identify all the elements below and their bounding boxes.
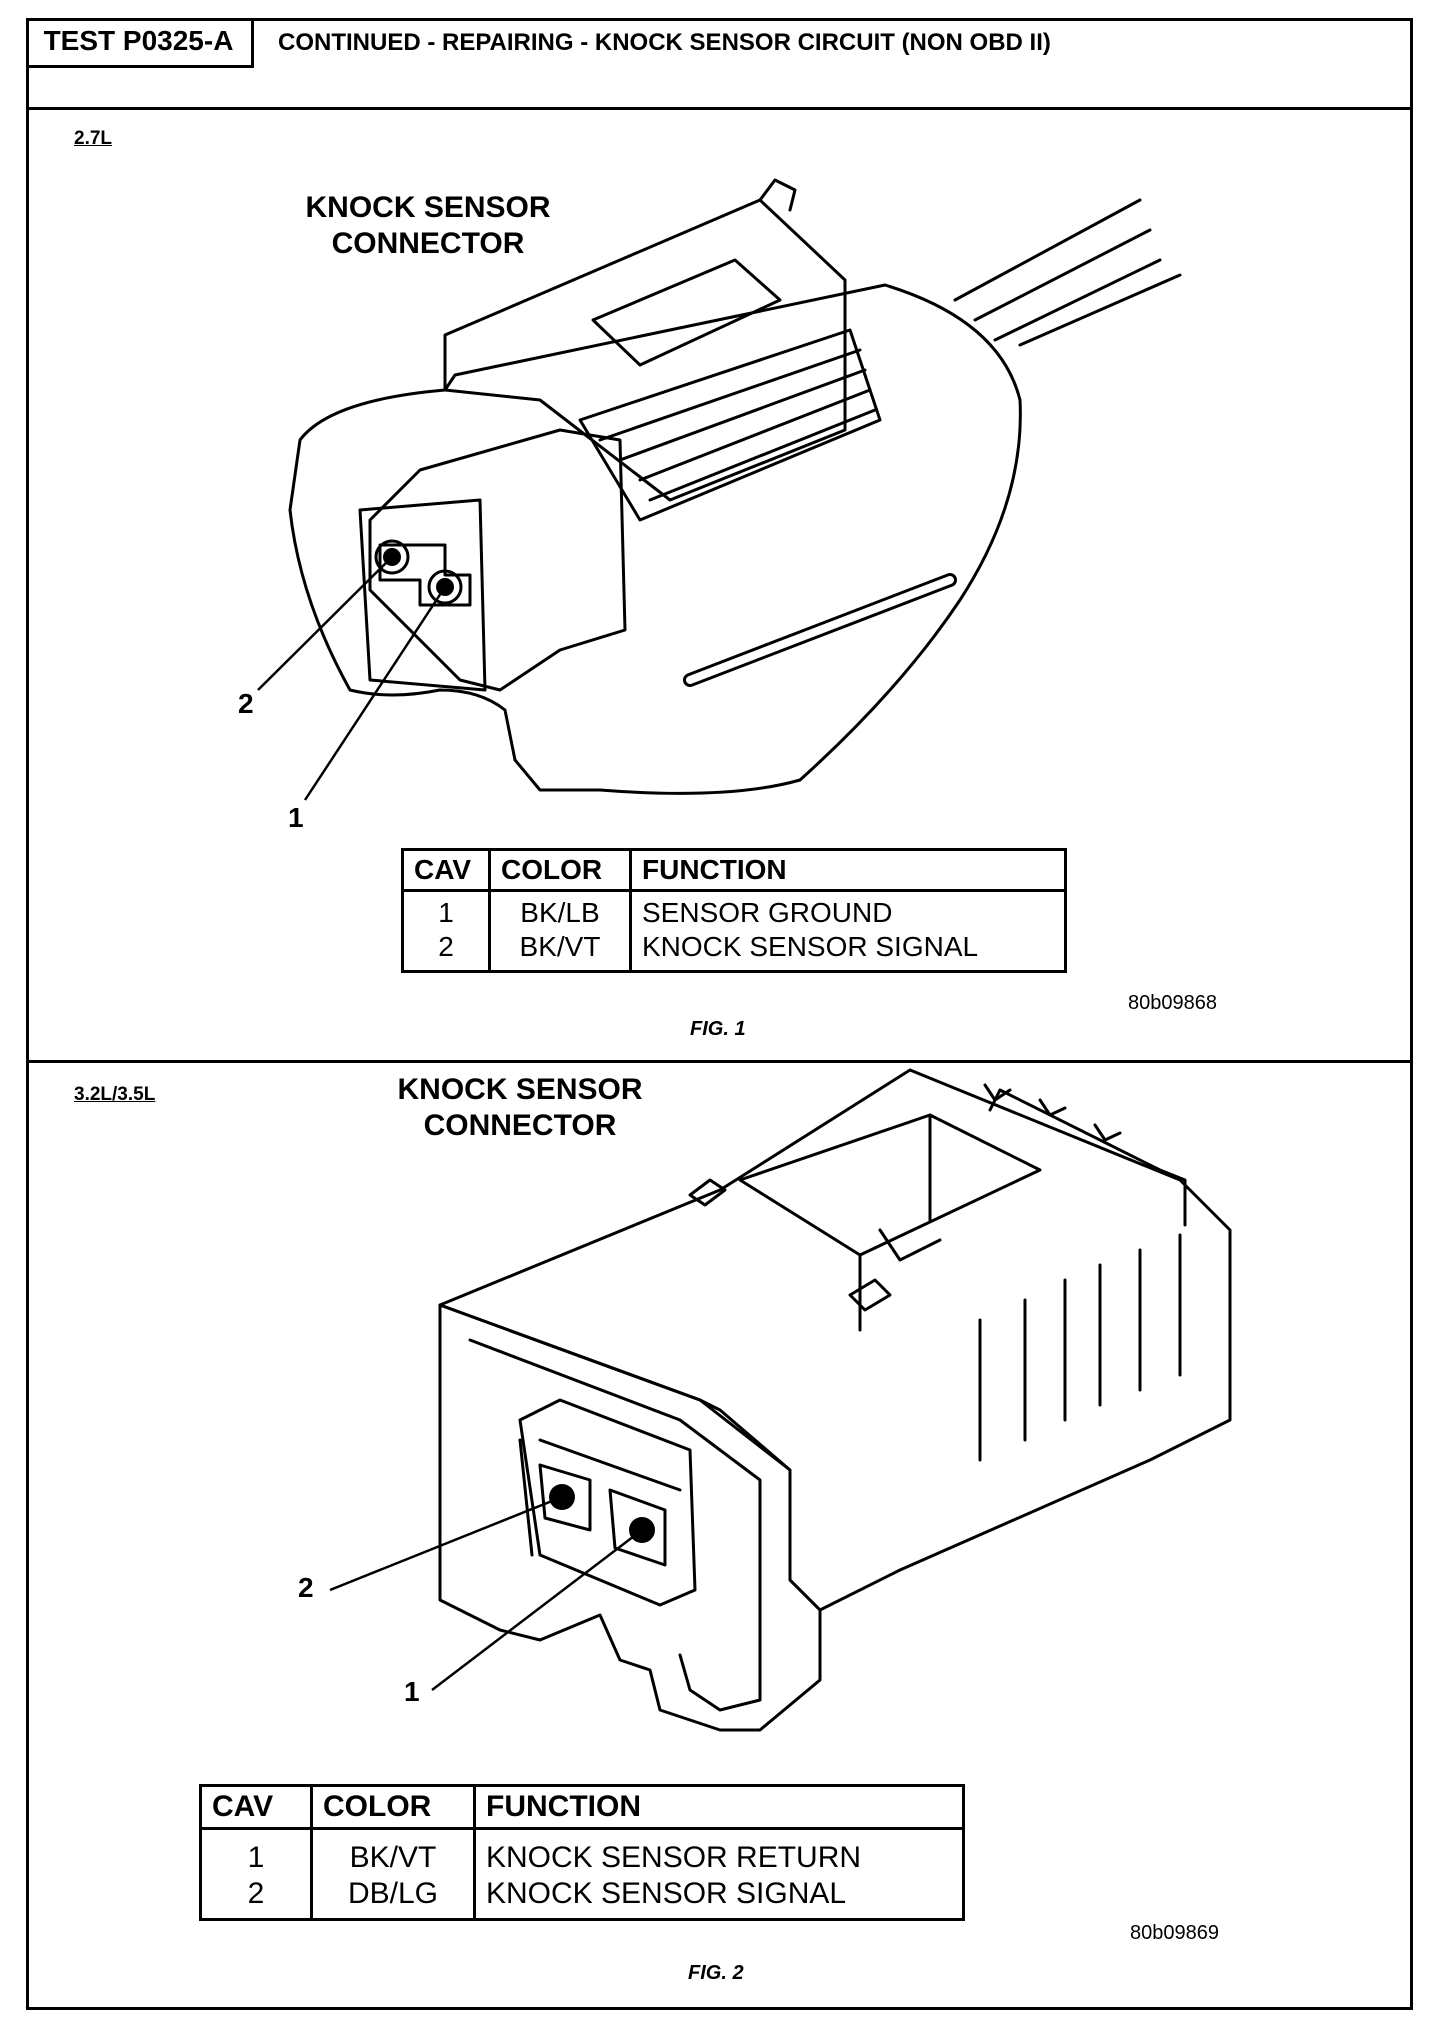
callout-2-leader-fig1 — [257, 556, 393, 691]
table-header-row: CAV COLOR FUNCTION — [402, 849, 1066, 892]
engine-label-fig2: 3.2L/3.5L — [74, 1084, 156, 1105]
page-frame — [26, 18, 1413, 2010]
page-header: TEST P0325-A CONTINUED - REPAIRING - KNO… — [26, 18, 1413, 110]
cell-function: KNOCK SENSOR RETURN — [473, 1828, 964, 1876]
cell-color: DB/LG — [310, 1876, 475, 1920]
table-row: 1 BK/LB SENSOR GROUND — [403, 890, 1066, 930]
cell-function: KNOCK SENSOR SIGNAL — [629, 930, 1066, 972]
table-row: 2 DB/LG KNOCK SENSOR SIGNAL — [201, 1876, 964, 1920]
column-header-function: FUNCTION — [473, 1785, 964, 1830]
connector-title-fig1: KNOCK SENSOR CONNECTOR — [305, 191, 551, 260]
cell-color: BK/LB — [488, 890, 631, 930]
engine-label-fig1: 2.7L — [74, 128, 113, 149]
figure-divider — [26, 1060, 1413, 1063]
cavity-table-fig1: CAV COLOR FUNCTION 1 BK/LB SENSOR GROUND… — [401, 848, 1067, 973]
cavity-table-fig2: CAV COLOR FUNCTION 1 BK/VT KNOCK SENSOR … — [199, 1784, 965, 1921]
callout-2-fig1: 2 — [238, 688, 254, 719]
column-header-cav: CAV — [402, 849, 490, 892]
knock-sensor-connector-drawing-fig1 — [257, 178, 1182, 801]
callout-1-fig2: 1 — [404, 1676, 420, 1707]
callout-2-fig2: 2 — [298, 1572, 314, 1603]
test-id-box: TEST P0325-A — [26, 18, 254, 68]
cell-color: BK/VT — [310, 1828, 475, 1876]
figure-label-fig1: FIG. 1 — [690, 1018, 746, 1040]
column-header-color: COLOR — [310, 1785, 475, 1830]
callout-1-leader-fig1 — [303, 586, 447, 801]
cell-function: SENSOR GROUND — [629, 890, 1066, 930]
table-header-row: CAV COLOR FUNCTION — [200, 1785, 964, 1830]
figure-code-fig1: 80b09868 — [1128, 992, 1217, 1014]
cell-cav: 1 — [247, 1841, 265, 1874]
cell-cav: 2 — [247, 1877, 265, 1910]
callout-1-leader-fig2 — [431, 1529, 643, 1691]
callout-1-fig1: 1 — [288, 802, 304, 833]
column-header-cav: CAV — [200, 1785, 312, 1830]
figure-code-fig2: 80b09869 — [1130, 1922, 1219, 1944]
page-title: CONTINUED - REPAIRING - KNOCK SENSOR CIR… — [278, 29, 1051, 56]
callout-2-leader-fig2 — [329, 1495, 563, 1592]
table-row: 2 BK/VT KNOCK SENSOR SIGNAL — [403, 930, 1066, 972]
cell-cav: 2 — [438, 931, 454, 962]
figure-label-fig2: FIG. 2 — [688, 1962, 744, 1984]
table-row: 1 BK/VT KNOCK SENSOR RETURN — [201, 1828, 964, 1876]
cell-function: KNOCK SENSOR SIGNAL — [473, 1876, 964, 1920]
cell-color: BK/VT — [488, 930, 631, 972]
cell-cav: 1 — [438, 897, 454, 928]
column-header-color: COLOR — [488, 849, 631, 892]
column-header-function: FUNCTION — [629, 849, 1066, 892]
connector-title-fig2: KNOCK SENSOR CONNECTOR — [397, 1073, 643, 1142]
